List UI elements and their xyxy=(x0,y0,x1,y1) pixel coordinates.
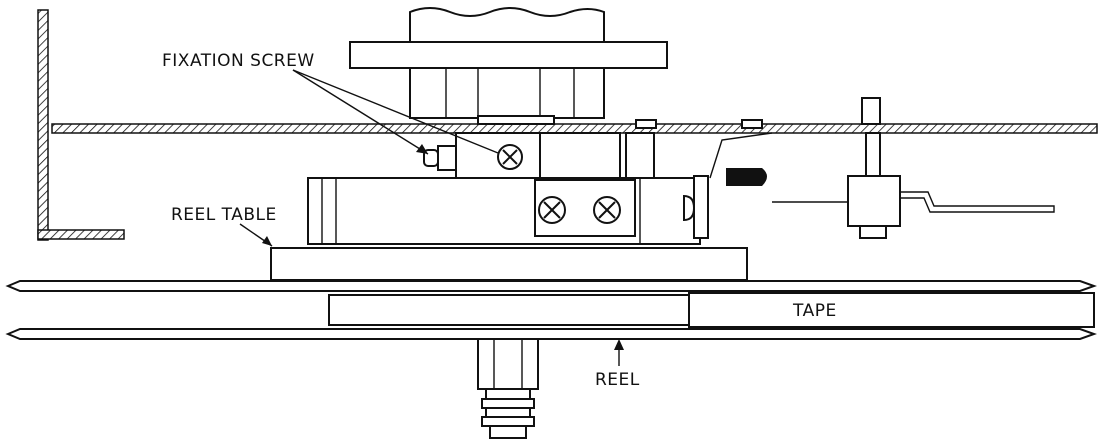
reel-flange-upper xyxy=(5,280,1097,292)
fixation-arrow-left xyxy=(416,144,428,154)
fixation-screw-right xyxy=(497,144,523,170)
motor xyxy=(349,7,668,125)
reel-label: REEL xyxy=(595,370,640,390)
fixation-screw-left xyxy=(423,145,457,171)
tape-label: TAPE xyxy=(792,301,837,321)
tape-pack xyxy=(688,292,1095,328)
reel-hub xyxy=(328,294,690,326)
reel-table-housing xyxy=(307,175,709,245)
reel-table-label: REEL TABLE xyxy=(171,205,277,225)
reel-table-arrow xyxy=(262,236,272,246)
reel-flange-lower xyxy=(5,328,1097,340)
frame-wall xyxy=(37,9,125,241)
mounting-bracket xyxy=(455,132,655,184)
chassis-plate xyxy=(51,123,1098,134)
spindle xyxy=(477,338,539,439)
fixation-screw-label: FIXATION SCREW xyxy=(162,51,315,71)
reel-arrow xyxy=(614,339,624,350)
reel-table xyxy=(270,247,748,281)
right-mechanism xyxy=(635,97,1055,239)
